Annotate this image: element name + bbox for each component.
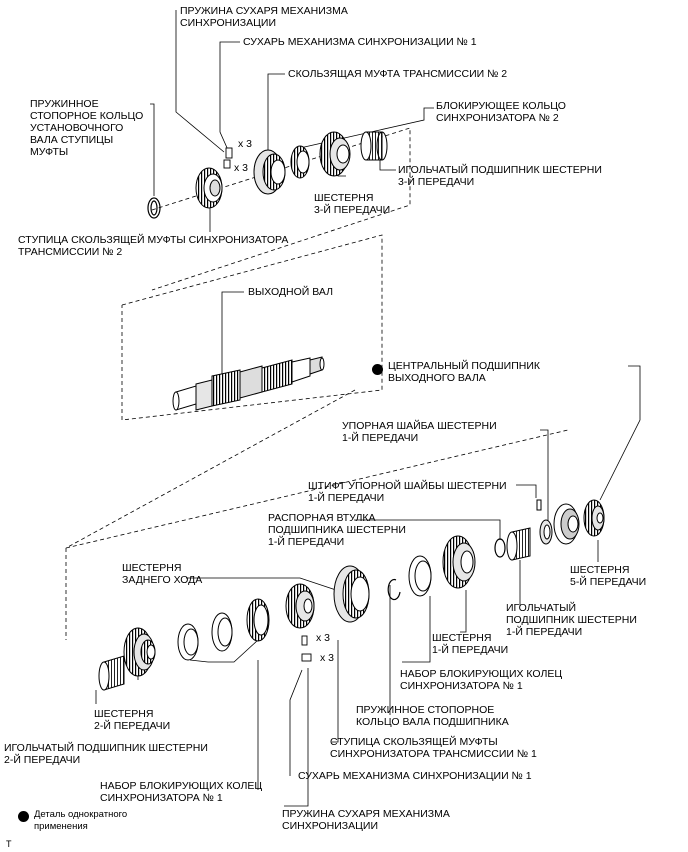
key-spring-bottom-part	[301, 635, 312, 662]
label-spacer-1: РАСПОРНАЯ ВТУЛКА ПОДШИПНИКА ШЕСТЕРНИ 1-Й…	[268, 512, 406, 548]
label-sleeve-2: СКОЛЬЗЯЩАЯ МУФТА ТРАНСМИССИИ № 2	[288, 68, 508, 80]
sleeve-2-part	[253, 149, 286, 195]
label-gear-3: ШЕСТЕРНЯ 3-Й ПЕРЕДАЧИ	[314, 192, 391, 216]
label-blocking-set-1-bottom: НАБОР БЛОКИРУЮЩИХ КОЛЕЦ СИНХРОНИЗАТОРА №…	[100, 780, 263, 804]
output-shaft-part	[172, 356, 325, 411]
label-gear-5: ШЕСТЕРНЯ 5-Й ПЕРЕДАЧИ	[570, 564, 647, 588]
key-spring-top-part	[223, 147, 233, 169]
hub-2-part	[195, 167, 223, 209]
gear-1-part	[442, 535, 476, 589]
label-needle-2: ИГОЛЬЧАТЫЙ ПОДШИПНИК ШЕСТЕРНИ 2-Й ПЕРЕДА…	[4, 742, 208, 766]
snap-ring-hub-part	[147, 197, 161, 219]
blocking-set-1-part	[177, 598, 270, 661]
label-center-bearing: ЦЕНТРАЛЬНЫЙ ПОДШИПНИК ВЫХОДНОГО ВАЛА	[388, 360, 540, 384]
gear-5-part	[583, 499, 605, 537]
label-snap-ring-hub: ПРУЖИННОЕ СТОПОРНОЕ КОЛЬЦО УСТАНОВОЧНОГО…	[30, 98, 144, 158]
needle-1-part	[506, 527, 531, 561]
label-blocking-set-1-right: НАБОР БЛОКИРУЮЩИХ КОЛЕЦ СИНХРОНИЗАТОРА №…	[400, 668, 563, 692]
legend-nonreusable-marker	[18, 811, 29, 822]
nonreusable-marker-center-bearing	[372, 364, 383, 375]
blocking-ring-2-part	[290, 145, 310, 179]
label-spring-sync-top: ПРУЖИНА СУХАРЯ МЕХАНИЗМА СИНХРОНИЗАЦИИ	[180, 5, 348, 29]
legend-nonreusable-text: Деталь однократного применения	[34, 809, 128, 832]
needle-3-part	[360, 131, 388, 161]
hub-1-part	[285, 583, 315, 629]
label-output-shaft: ВЫХОДНОЙ ВАЛ	[248, 286, 333, 298]
blocking-set-1-right-part	[408, 555, 432, 597]
thrust-washer-1-part	[536, 499, 553, 545]
qty-key-bottom: x 3	[320, 652, 335, 664]
gear-2-part	[123, 627, 156, 677]
snap-ring-bearing-part	[387, 578, 401, 601]
qty-key-top: x 3	[238, 138, 253, 150]
label-gear-2: ШЕСТЕРНЯ 2-Й ПЕРЕДАЧИ	[94, 708, 171, 732]
spacer-1-part	[494, 538, 506, 558]
label-hub-1: СТУПИЦА СКОЛЬЗЯЩЕЙ МУФТЫ СИНХРОНИЗАТОРА …	[330, 736, 537, 760]
label-thrust-washer-1: УПОРНАЯ ШАЙБА ШЕСТЕРНИ 1-Й ПЕРЕДАЧИ	[342, 420, 497, 444]
center-bearing-part	[553, 503, 580, 545]
label-thrust-pin-1: ШТИФТ УПОРНОЙ ШАЙБЫ ШЕСТЕРНИ 1-Й ПЕРЕДАЧ…	[308, 480, 507, 504]
corner-mark: T	[6, 839, 12, 849]
reverse-gear-part	[333, 565, 370, 623]
gear-3-part	[319, 131, 351, 177]
label-key-sync-2: СУХАРЬ МЕХАНИЗМА СИНХРОНИЗАЦИИ № 1	[243, 36, 477, 48]
label-hub-2: СТУПИЦА СКОЛЬЗЯЩЕЙ МУФТЫ СИНХРОНИЗАТОРА …	[18, 234, 289, 258]
label-blocking-ring-2: БЛОКИРУЮЩЕЕ КОЛЬЦО СИНХРОНИЗАТОРА № 2	[436, 100, 566, 124]
label-reverse-gear: ШЕСТЕРНЯ ЗАДНЕГО ХОДА	[122, 562, 203, 586]
label-gear-1: ШЕСТЕРНЯ 1-Й ПЕРЕДАЧИ	[432, 632, 509, 656]
label-needle-1: ИГОЛЬЧАТЫЙ ПОДШИПНИК ШЕСТЕРНИ 1-Й ПЕРЕДА…	[506, 602, 637, 638]
label-spring-sync-bottom: ПРУЖИНА СУХАРЯ МЕХАНИЗМА СИНХРОНИЗАЦИИ	[282, 808, 450, 832]
label-needle-3: ИГОЛЬЧАТЫЙ ПОДШИПНИК ШЕСТЕРНИ 3-Й ПЕРЕДА…	[398, 164, 602, 188]
qty-spring-bottom: x 3	[316, 632, 331, 644]
qty-spring-top: x 3	[234, 162, 249, 174]
needle-2-part	[98, 655, 125, 691]
label-key-sync-1: СУХАРЬ МЕХАНИЗМА СИНХРОНИЗАЦИИ № 1	[298, 770, 532, 782]
label-snap-ring-bearing: ПРУЖИННОЕ СТОПОРНОЕ КОЛЬЦО ВАЛА ПОДШИПНИ…	[356, 704, 509, 728]
